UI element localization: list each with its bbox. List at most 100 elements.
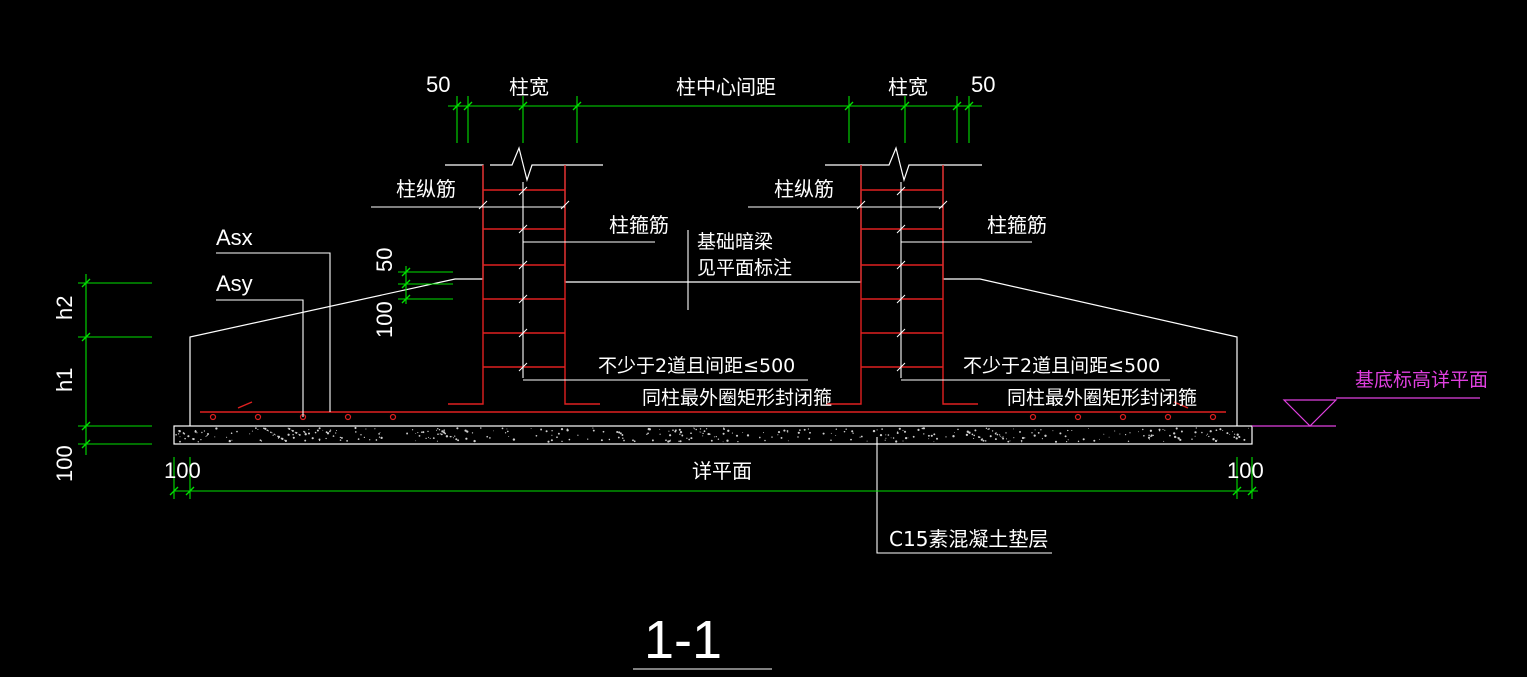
cushion-speck — [322, 429, 324, 431]
cushion-speck — [530, 427, 532, 429]
cushion-speck — [876, 429, 878, 431]
cushion-speck — [200, 438, 202, 441]
cushion-speck — [264, 427, 267, 430]
cushion-speck — [365, 428, 367, 430]
cushion-speck — [1005, 438, 1008, 440]
cushion-label: C15素混凝土垫层 — [889, 527, 1048, 551]
cushion-speck — [632, 439, 634, 442]
cushion-speck — [764, 439, 766, 442]
cushion-speck — [930, 434, 933, 437]
cushion-speck — [974, 429, 977, 432]
cushion-speck — [568, 438, 571, 441]
cushion-speck — [228, 439, 231, 443]
cushion-speck — [1071, 429, 1073, 432]
cushion-speck — [319, 439, 321, 442]
dim-50-left: 50 — [426, 72, 450, 97]
cushion-speck — [1229, 434, 1231, 435]
column-stirrup-right-label: 柱箍筋 — [987, 213, 1047, 237]
cushion-speck — [1158, 430, 1161, 432]
cushion-speck — [443, 429, 445, 431]
cushion-speck — [203, 430, 206, 432]
cushion-speck — [214, 436, 216, 438]
cushion-speck — [1243, 438, 1246, 441]
cushion-speck — [436, 440, 438, 442]
cushion-speck — [437, 428, 439, 430]
cushion-speck — [592, 429, 595, 432]
cushion-speck — [1191, 438, 1193, 440]
cushion-speck — [933, 433, 936, 436]
cushion-speck — [621, 434, 624, 436]
cushion-speck — [1248, 427, 1249, 429]
cushion-speck — [892, 437, 895, 439]
dim-100-left: 100 — [52, 445, 77, 482]
cushion-speck — [936, 437, 938, 440]
cushion-speck — [432, 437, 435, 440]
cushion-speck — [1195, 427, 1197, 429]
cushion-speck — [1158, 428, 1161, 431]
cushion-speck — [1119, 433, 1121, 435]
cushion-speck — [623, 439, 625, 442]
cushion-speck — [257, 428, 259, 431]
cushion-speck — [1148, 438, 1150, 440]
cushion-speck — [314, 431, 317, 434]
cushion-speck — [304, 433, 307, 436]
cushion-speck — [726, 439, 729, 442]
cushion-speck — [420, 431, 423, 433]
cushion-speck — [281, 437, 284, 441]
cushion-speck — [557, 432, 560, 435]
cushion-speck — [1150, 434, 1153, 437]
cushion-speck — [681, 434, 684, 437]
cushion-speck — [705, 428, 708, 430]
cushion-speck — [887, 434, 890, 436]
cushion-speck — [715, 436, 717, 438]
cushion-speck — [501, 427, 504, 430]
cushion-speck — [464, 429, 467, 432]
cushion-speck — [896, 432, 899, 434]
cushion-speck — [1164, 429, 1166, 431]
cushion-speck — [271, 432, 273, 434]
cushion-speck — [895, 440, 898, 443]
rebar — [200, 165, 1226, 421]
cushion-speck — [179, 440, 181, 443]
cushion-speck — [1031, 432, 1033, 434]
cushion-speck — [1064, 435, 1067, 438]
cushion-speck — [1127, 440, 1130, 443]
cushion-speck — [435, 429, 438, 431]
cushion-speck — [551, 434, 553, 436]
cushion-speck — [890, 437, 892, 439]
cushion-speck — [1054, 440, 1058, 443]
cushion-speck — [178, 430, 181, 433]
cushion-speck — [272, 434, 274, 436]
cushion-speck — [277, 437, 279, 439]
cushion-speck — [987, 428, 989, 430]
cushion-speck — [1082, 438, 1085, 441]
cushion-speck — [797, 436, 799, 438]
stirrup-note-right-2: 同柱最外圈矩形封闭箍 — [1007, 387, 1197, 409]
cushion-speck — [318, 427, 321, 430]
cushion-speck — [600, 439, 603, 442]
dim-50-small: 50 — [372, 248, 397, 272]
cushion-speck — [968, 431, 971, 434]
cushion-speck — [902, 429, 904, 431]
cushion-speck — [1034, 429, 1036, 431]
cushion-speck — [192, 438, 195, 441]
cushion-speck — [688, 438, 691, 441]
cushion-speck — [954, 432, 955, 433]
cushion-speck — [260, 440, 263, 442]
cushion-speck — [786, 430, 789, 432]
cushion-speck — [1013, 428, 1014, 430]
cushion-speck — [363, 436, 366, 439]
h1-label: h1 — [52, 368, 77, 392]
cushion-speck — [259, 439, 262, 442]
cushion-speck — [1044, 434, 1047, 437]
cushion-speck — [843, 430, 846, 433]
cushion-speck — [602, 430, 605, 433]
cushion-speck — [508, 436, 510, 438]
cushion-speck — [308, 429, 310, 431]
asx-label: Asx — [216, 225, 253, 250]
cushion-speck — [415, 433, 417, 434]
cushion-speck — [346, 440, 348, 442]
cushion-speck — [713, 436, 715, 438]
cushion-speck — [506, 430, 509, 433]
cushion-speck — [651, 439, 654, 442]
